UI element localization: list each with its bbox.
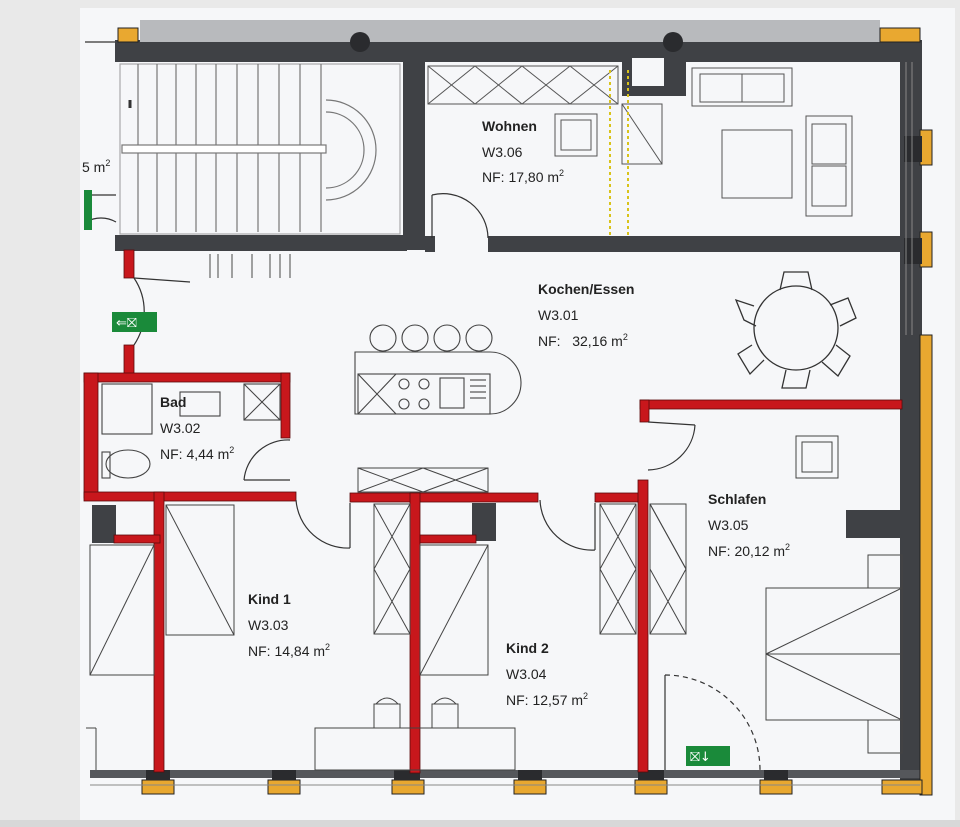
column-caps	[146, 136, 922, 780]
room-label-kind-2: Kind 2 W3.04 NF: 12,57 m2	[506, 640, 588, 708]
vent-lines	[209, 254, 291, 278]
wardrobes	[357, 467, 687, 635]
demolition-marks	[609, 70, 629, 236]
svg-text:W3.05: W3.05	[708, 517, 749, 533]
kitchen-island	[354, 324, 522, 415]
svg-text:NF: 14,84 m2: NF: 14,84 m2	[248, 642, 330, 659]
paper-sheet	[80, 8, 955, 820]
svg-text:Schlafen: Schlafen	[708, 491, 766, 507]
beds	[89, 435, 903, 754]
stair-icon	[119, 63, 401, 235]
svg-text:NF: 12,57 m2: NF: 12,57 m2	[506, 691, 588, 708]
kitchen-upper-cabinets	[427, 65, 663, 165]
svg-text:W3.04: W3.04	[506, 666, 547, 682]
columns	[117, 27, 933, 796]
new-walls	[83, 249, 903, 774]
svg-text:W3.01: W3.01	[538, 307, 579, 323]
fragment-area-label: 5 m2	[82, 158, 110, 175]
svg-text:W3.02: W3.02	[160, 420, 201, 436]
wall-top-gray	[140, 20, 880, 86]
sofa-furniture	[554, 67, 853, 217]
room-label-schlafen: Schlafen W3.05 NF: 20,12 m2	[708, 491, 790, 559]
exit-sign-down-icon: ⛝↓	[686, 746, 730, 766]
svg-text:NF: 32,16 m2: NF: 32,16 m2	[538, 332, 628, 349]
window-right	[90, 62, 920, 786]
svg-text:Bad: Bad	[160, 394, 186, 410]
door-exit-dashed	[664, 674, 761, 771]
svg-text:⛝↓: ⛝↓	[690, 750, 711, 765]
paper-shadow	[0, 820, 960, 827]
bath-fixtures	[101, 383, 281, 479]
room-label-kind-1: Kind 1 W3.03 NF: 14,84 m2	[248, 591, 330, 659]
svg-text:W3.03: W3.03	[248, 617, 289, 633]
svg-text:Wohnen: Wohnen	[482, 118, 537, 134]
svg-text:NF: 17,80 m2: NF: 17,80 m2	[482, 168, 564, 185]
dining-table-icon	[734, 271, 857, 389]
room-label-wohnen: Wohnen W3.06 NF: 17,80 m2	[482, 118, 564, 185]
doors	[85, 41, 696, 551]
room-label-kochen-essen: Kochen/Essen W3.01 NF: 32,16 m2	[538, 281, 634, 349]
desks	[86, 697, 516, 771]
svg-text:W3.06: W3.06	[482, 144, 523, 160]
room-label-bad: Bad W3.02 NF: 4,44 m2	[160, 394, 234, 462]
svg-text:Kind 1: Kind 1	[248, 591, 291, 607]
exit-sign-small-icon	[84, 190, 92, 230]
exit-sign-left-icon: ⇐⛝	[112, 312, 157, 332]
svg-text:NF: 20,12 m2: NF: 20,12 m2	[708, 542, 790, 559]
svg-text:Kind 2: Kind 2	[506, 640, 549, 656]
svg-text:Kochen/Essen: Kochen/Essen	[538, 281, 634, 297]
svg-text:⇐⛝: ⇐⛝	[116, 316, 137, 331]
svg-text:NF: 4,44 m2: NF: 4,44 m2	[160, 445, 234, 462]
